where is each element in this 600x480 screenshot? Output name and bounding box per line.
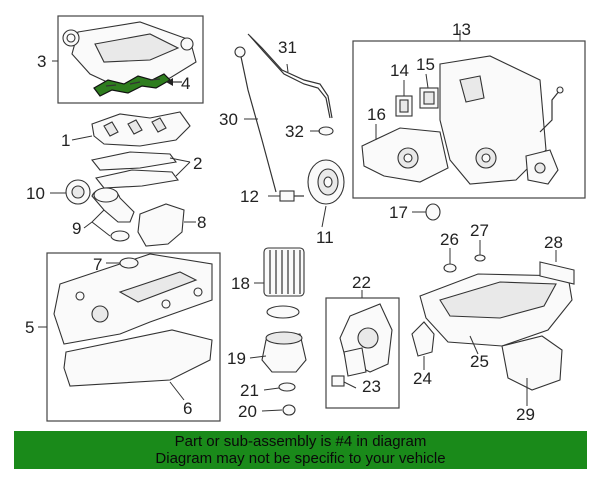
pulley-bolt[interactable] — [279, 190, 304, 202]
water-pump[interactable] — [361, 127, 449, 183]
drain-seal[interactable] — [282, 404, 296, 416]
callout-32: 32 — [285, 122, 304, 141]
callout-25: 25 — [470, 352, 489, 371]
valve-cover[interactable] — [53, 253, 213, 345]
callout-1: 1 — [61, 131, 70, 150]
callout-16: 16 — [367, 105, 386, 124]
gasket-15[interactable] — [419, 87, 439, 109]
intake-manifold[interactable] — [91, 111, 191, 147]
callout-2: 2 — [193, 154, 202, 173]
callout-11: 11 — [316, 228, 334, 247]
banner-line-2: Diagram may not be specific to your vehi… — [155, 450, 446, 467]
callout-17: 17 — [389, 203, 408, 222]
cooler-fitting[interactable] — [331, 375, 345, 387]
callout-19: 19 — [227, 349, 246, 368]
intake-plenum[interactable] — [62, 21, 197, 89]
callout-6: 6 — [183, 399, 192, 418]
callout-27: 27 — [470, 221, 489, 240]
callout-26: 26 — [440, 230, 459, 249]
info-banner: Part or sub-assembly is #4 in diagram Di… — [14, 431, 587, 469]
dipstick-seal[interactable] — [318, 126, 334, 136]
drain-plug-gasket-26[interactable] — [443, 263, 457, 273]
group-box-13 — [352, 40, 586, 199]
callout-labels: 3 4 1 2 10 9 8 7 5 6 30 31 32 12 11 13 1… — [25, 20, 563, 424]
oil-filler-cap[interactable] — [65, 179, 91, 205]
callout-23: 23 — [362, 377, 381, 396]
callout-21: 21 — [240, 381, 259, 400]
lower-oil-pan[interactable] — [501, 335, 563, 391]
dipstick[interactable] — [239, 51, 277, 193]
callout-24: 24 — [413, 369, 432, 388]
callout-10: 10 — [26, 184, 45, 203]
callout-7: 7 — [93, 255, 102, 274]
banner-line-1: Part or sub-assembly is #4 in diagram — [174, 433, 427, 450]
callout-29: 29 — [516, 405, 535, 424]
callout-28: 28 — [544, 233, 563, 252]
housing-seal[interactable] — [278, 382, 296, 392]
oil-filter-element[interactable] — [263, 247, 305, 297]
oil-baffle[interactable] — [539, 261, 575, 285]
callout-31: 31 — [278, 38, 297, 57]
valve-cover-gasket[interactable] — [63, 329, 213, 387]
callout-20: 20 — [238, 402, 257, 421]
gasket-14[interactable] — [395, 95, 413, 117]
callout-12: 12 — [240, 187, 259, 206]
group-box-5 — [46, 252, 221, 422]
crank-pulley[interactable] — [307, 159, 345, 205]
engine-cover-bracket[interactable] — [137, 203, 185, 247]
callout-9: 9 — [72, 219, 81, 238]
callout-14: 14 — [390, 61, 409, 80]
leader-lines — [38, 30, 557, 412]
oil-filler-tube[interactable] — [91, 187, 135, 223]
cover-seal-plate[interactable] — [525, 149, 559, 185]
manifold-gasket[interactable] — [91, 151, 179, 189]
filter-o-ring[interactable] — [266, 305, 300, 319]
callout-15: 15 — [416, 55, 435, 74]
callout-4: 4 — [181, 74, 190, 93]
drain-plug-gasket-27[interactable] — [474, 254, 486, 262]
callout-22: 22 — [352, 273, 371, 292]
front-crank-seal[interactable] — [425, 203, 441, 221]
sensor-wire[interactable] — [539, 89, 561, 133]
oil-cooler-housing[interactable] — [339, 303, 393, 377]
upper-oil-pan[interactable] — [419, 273, 573, 347]
dipstick-tube[interactable] — [247, 33, 333, 119]
callout-13: 13 — [452, 20, 471, 39]
callout-8: 8 — [197, 213, 206, 232]
callout-30: 30 — [219, 110, 238, 129]
callout-5: 5 — [25, 318, 34, 337]
oil-filter-housing[interactable] — [261, 331, 307, 373]
tube-seal[interactable] — [110, 230, 130, 242]
cooler-bracket[interactable] — [411, 321, 435, 357]
group-box-3 — [57, 15, 204, 104]
timing-cover[interactable] — [439, 55, 547, 185]
plug-seal[interactable] — [119, 257, 139, 269]
callout-18: 18 — [231, 274, 250, 293]
callout-3: 3 — [37, 52, 46, 71]
